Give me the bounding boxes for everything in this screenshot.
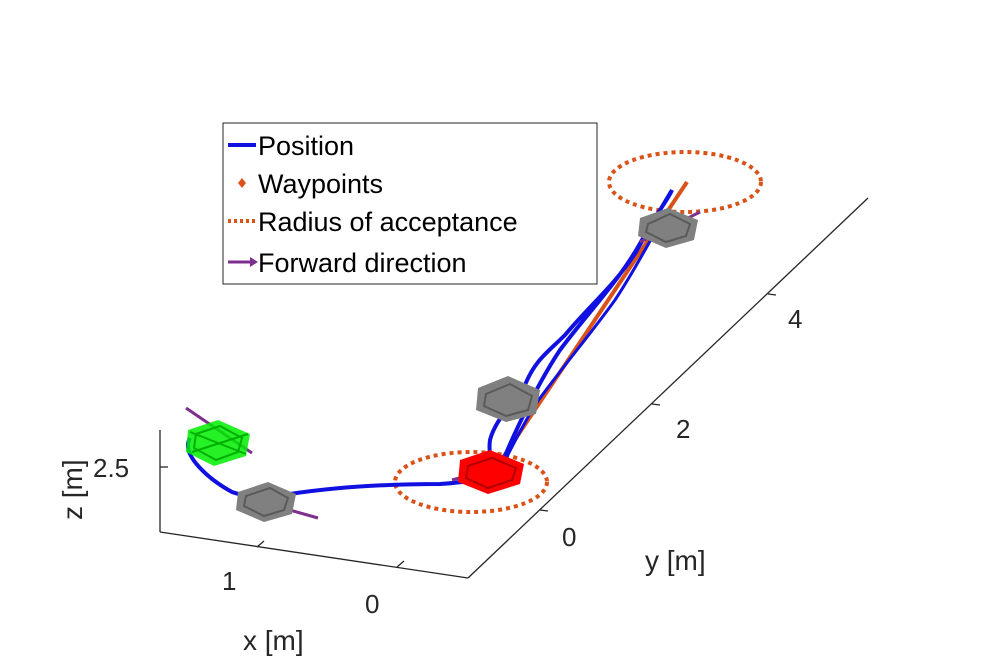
legend-forward-arrowhead — [250, 257, 258, 267]
tick-marks — [160, 293, 777, 568]
x-tick-label-0: 0 — [365, 589, 379, 619]
legend: Position Waypoints Radius of acceptance … — [222, 122, 598, 285]
y-tick-label-0: 0 — [562, 522, 576, 552]
x-axis-label: x [m] — [243, 625, 304, 656]
acceptance-radius-goal-1 — [393, 450, 549, 514]
x-tick-label-1: 1 — [222, 566, 236, 596]
legend-radius-label: Radius of acceptance — [258, 207, 518, 237]
y-axis-label: y [m] — [645, 545, 706, 576]
drone-mid-1 — [236, 482, 296, 522]
legend-position-label: Position — [258, 131, 354, 161]
x-tick-mark-0 — [396, 560, 405, 568]
drone-mid-3 — [638, 208, 698, 248]
y-tick-mark-2 — [651, 403, 661, 406]
drone-mid-2 — [476, 376, 540, 422]
y-tick-label-4: 4 — [788, 304, 802, 334]
axes-box — [159, 197, 869, 579]
legend-box — [222, 122, 598, 285]
legend-forward-label: Forward direction — [258, 248, 467, 278]
legend-waypoints-marker — [238, 178, 246, 188]
y-tick-label-2: 2 — [676, 414, 690, 444]
x-axis-line — [159, 531, 469, 579]
y-axis-line — [467, 197, 869, 579]
drone-goal — [458, 450, 524, 494]
acceptance-radius-goal-2 — [607, 150, 763, 214]
position-trajectory-return — [498, 214, 667, 471]
z-tick-label: 2.5 — [93, 453, 129, 483]
y-tick-mark-4 — [767, 293, 777, 296]
x-tick-mark-1 — [256, 540, 265, 548]
legend-waypoints-label: Waypoints — [258, 169, 383, 199]
drone-start — [186, 420, 250, 466]
z-axis-label: z [m] — [57, 459, 88, 520]
y-tick-mark-0 — [539, 509, 549, 512]
